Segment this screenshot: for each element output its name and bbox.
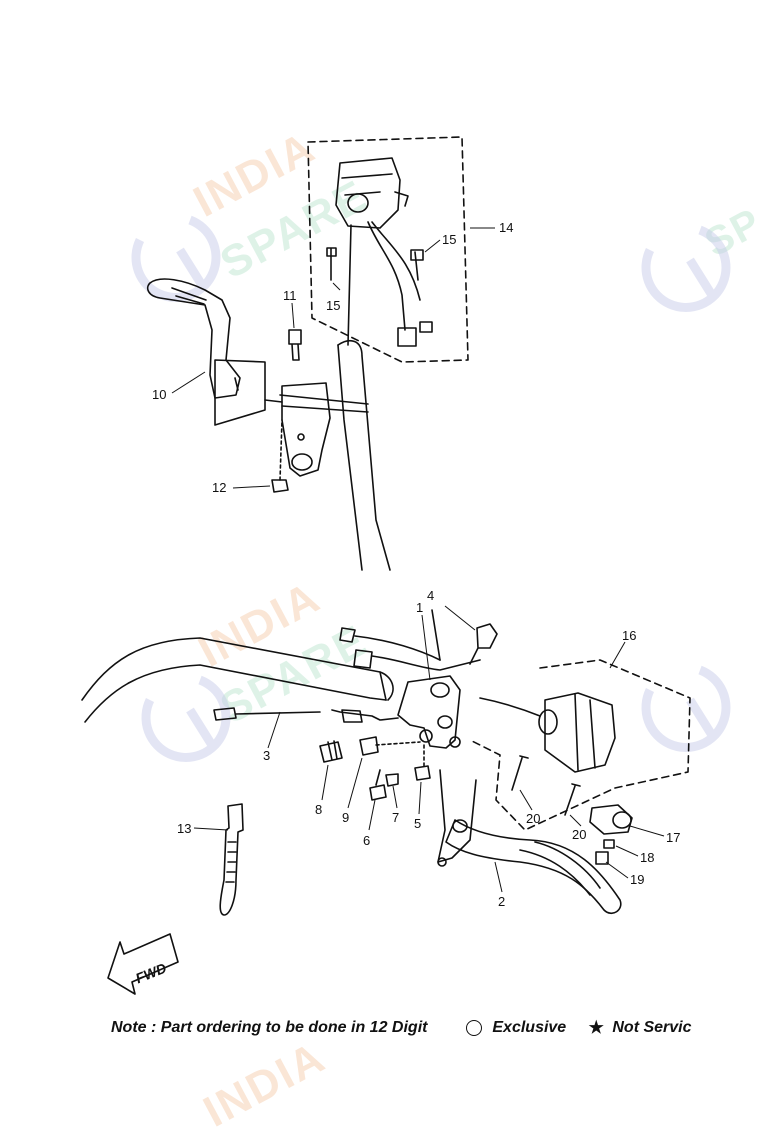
brake-lever-2	[445, 819, 622, 915]
nut-5	[414, 765, 431, 781]
clutch-switch-3	[213, 707, 237, 721]
handlebar-tube	[337, 339, 391, 571]
callout-15: 15	[326, 298, 340, 313]
lever-holder	[281, 382, 331, 477]
callout-8: 8	[315, 802, 322, 817]
callout-14: 14	[499, 220, 513, 235]
switch-wire-harness	[367, 221, 406, 331]
callout-3: 3	[263, 748, 270, 763]
callout-7: 7	[392, 810, 399, 825]
cable-strap-13	[219, 803, 244, 916]
watermark-wrench-icon	[131, 215, 731, 762]
not-serviced-label: Not Servic	[612, 1019, 692, 1036]
handlebar-controls-diagram: 14 15 15 11 10 12 4 1 16 3 8 9 7 6 5 13 …	[81, 136, 731, 995]
bolt-6	[369, 769, 387, 801]
callout-20: 20	[572, 827, 586, 842]
callout-12: 12	[212, 480, 226, 495]
exclusive-label: Exclusive	[492, 1019, 567, 1036]
screw-20b	[564, 783, 581, 816]
callout-2: 2	[498, 894, 505, 909]
footer-legend: Note : Part ordering to be done in 12 Di…	[111, 1018, 759, 1046]
right-switch-housing	[544, 692, 616, 773]
wire-connectors	[339, 627, 373, 669]
star-icon: ★	[588, 1018, 604, 1037]
left-switch-housing	[335, 157, 401, 229]
switch-17	[589, 804, 633, 835]
callout-18: 18	[640, 850, 654, 865]
callout-17: 17	[666, 830, 680, 845]
callout-19: 19	[630, 872, 644, 887]
callout-5: 5	[414, 816, 421, 831]
callout-20: 20	[526, 811, 540, 826]
fwd-arrow-icon: FWD	[107, 933, 179, 995]
clutch-holder-1	[397, 675, 461, 749]
callout-13: 13	[177, 821, 191, 836]
watermark-india: INDIA	[195, 1032, 334, 1137]
callout-11: 11	[283, 288, 297, 303]
locknut-9	[359, 736, 379, 756]
adjuster-8	[319, 740, 343, 763]
part-ordering-note: Note : Part ordering to be done in 12 Di…	[111, 1019, 428, 1036]
exclusive-circle-icon	[465, 1020, 482, 1036]
callout-6: 6	[363, 833, 370, 848]
screw-20a	[511, 755, 529, 791]
lower-handlebar	[81, 637, 394, 701]
callout-10: 10	[152, 387, 166, 402]
clutch-lever-10	[146, 278, 241, 399]
callout-15: 15	[442, 232, 456, 247]
washer-7	[385, 773, 399, 787]
callout-4: 4	[427, 588, 434, 603]
switch-assembly-box-16	[469, 659, 691, 831]
callout-16: 16	[622, 628, 636, 643]
callout-9: 9	[342, 810, 349, 825]
callout-1: 1	[416, 600, 423, 615]
washer-18	[603, 839, 615, 849]
switch-assembly-box-14	[307, 136, 469, 363]
